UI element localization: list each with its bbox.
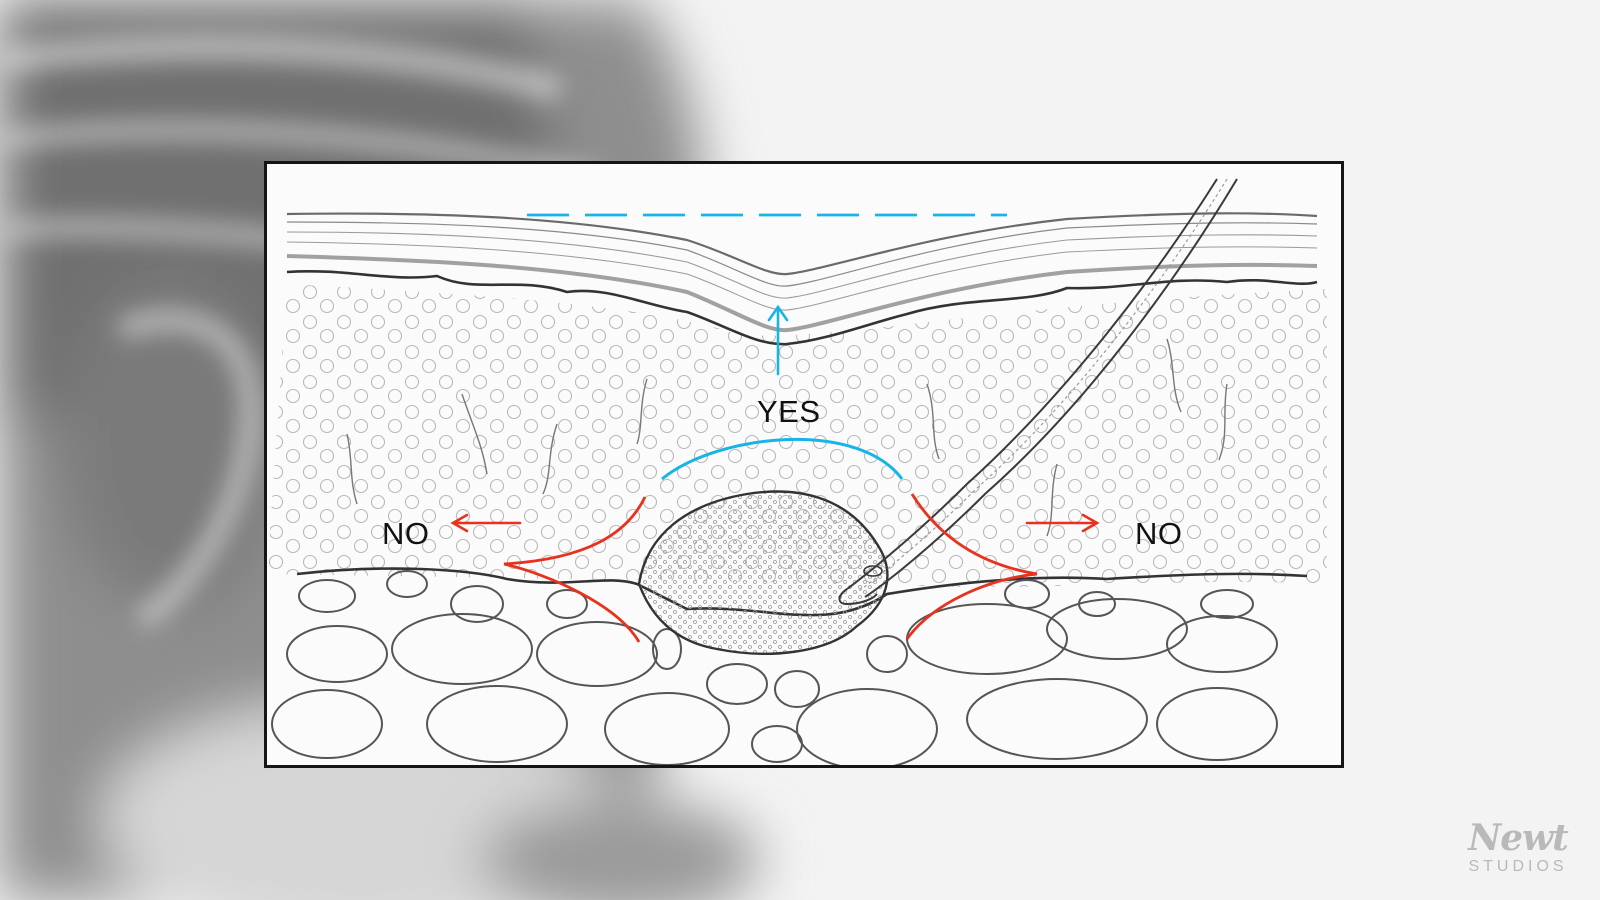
brand-wordmark: Newt	[1468, 817, 1568, 859]
right-arrow-icon	[1025, 513, 1100, 533]
allowed-spread-arc	[661, 437, 904, 481]
label-no-right: NO	[1135, 516, 1183, 551]
up-arrow-icon	[767, 304, 789, 376]
cannula	[838, 178, 1238, 606]
brand-logo: Newt STUDIOS	[1448, 820, 1588, 876]
label-yes: YES	[757, 394, 821, 429]
blocked-spread-curves	[503, 493, 1038, 643]
skin-surface	[286, 212, 1318, 346]
left-arrow-icon	[450, 513, 522, 533]
brand-subtitle: STUDIOS	[1468, 858, 1568, 875]
label-no-left: NO	[382, 516, 430, 551]
tissue-illustration	[267, 178, 1327, 765]
tissue-cross-section-diagram: YES NO NO	[264, 161, 1344, 768]
